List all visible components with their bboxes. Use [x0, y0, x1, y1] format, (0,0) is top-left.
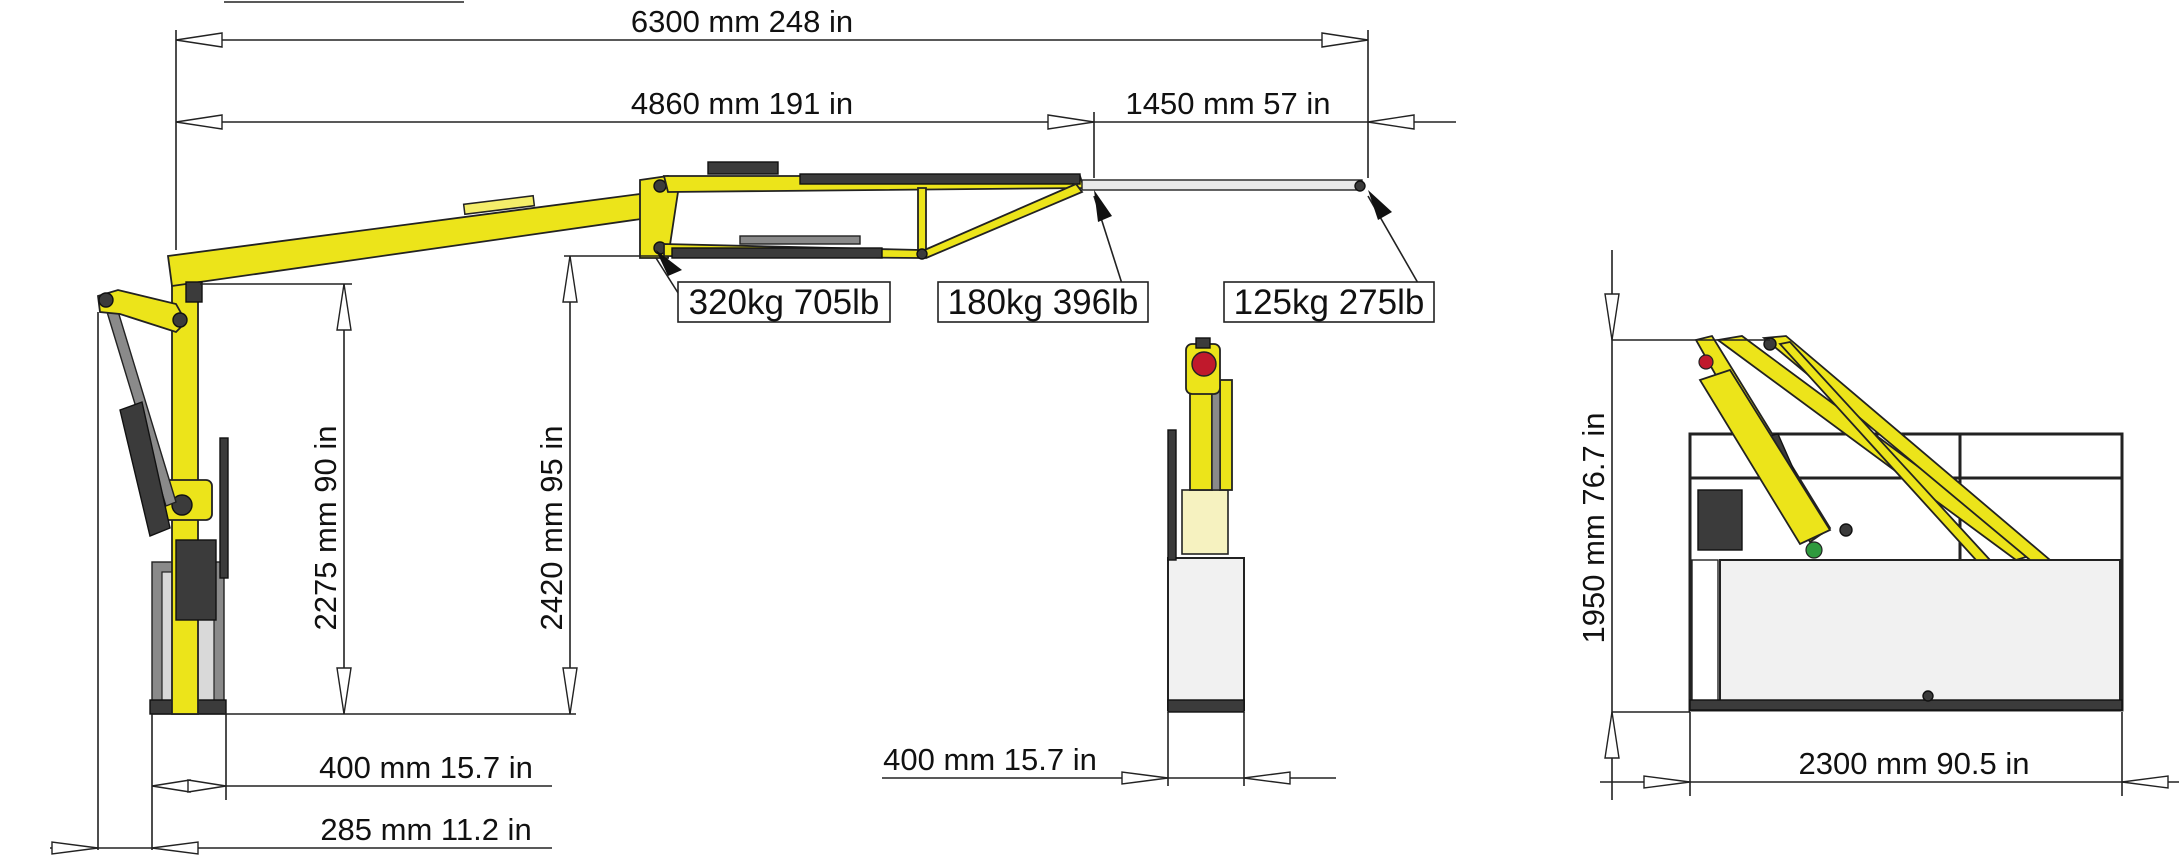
front-view-crane: [1167, 337, 1245, 713]
stowed-view-crane: [1688, 334, 2124, 712]
boom-height-label: 2420 mm 95 in: [534, 425, 569, 630]
jib-extension: [1081, 179, 1363, 191]
load-middle-label: 180kg 396lb: [948, 283, 1139, 322]
front-base-box: [1167, 557, 1245, 711]
overall-reach-label: 6300 mm 248 in: [631, 4, 853, 39]
inner-reach-label: 4860 mm 191 in: [631, 86, 853, 121]
main-boom: [166, 193, 650, 288]
extension-label: 1450 mm 57 in: [1125, 86, 1330, 121]
load-inner-label: 320kg 705lb: [689, 283, 880, 322]
load-box-tip: [1223, 281, 1435, 323]
load-box-inner: [677, 281, 891, 323]
stowed-height-label: 1950 mm 76.7 in: [1576, 413, 1611, 644]
base-width-label: 400 mm 15.7 in: [319, 750, 533, 785]
load-box-middle: [937, 281, 1149, 323]
mast-height-label: 2275 mm 90 in: [308, 425, 343, 630]
dimension-lines: [50, 1, 2179, 855]
front-base-width-label: 400 mm 15.7 in: [883, 742, 1097, 777]
side-view-crane: [97, 161, 1366, 715]
base-offset-label: 285 mm 11.2 in: [320, 812, 531, 847]
load-tip-label: 125kg 275lb: [1234, 283, 1425, 322]
stowed-length-label: 2300 mm 90.5 in: [1799, 746, 2030, 781]
